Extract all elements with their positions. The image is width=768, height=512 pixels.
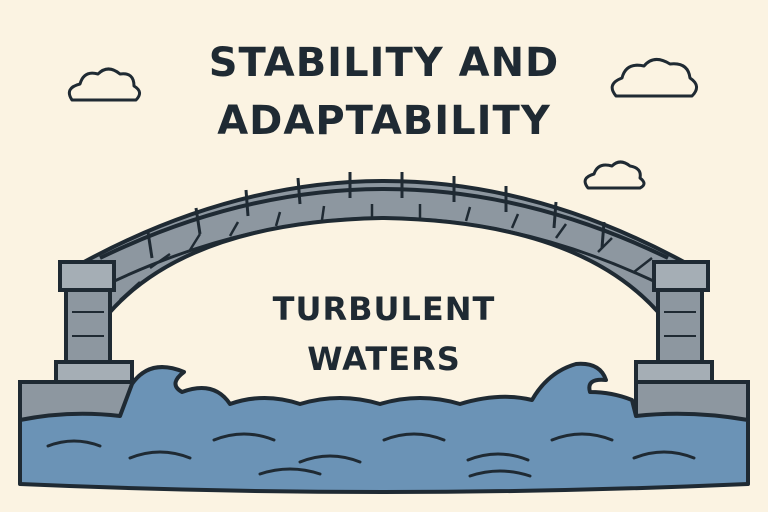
bridge-railing-bottom [103,216,665,288]
bridge-arch [82,179,686,350]
title-line-1: STABILITY AND [209,40,560,86]
wave-lines [46,432,696,478]
turbulent-water [18,361,750,494]
bridge-railing-top [99,187,669,260]
cloud-icon [610,58,698,98]
railing-posts [146,172,606,259]
cloud-icon [67,67,141,102]
caption-line-2: WATERS [307,340,461,378]
left-pillar [54,260,134,384]
right-pillar [634,260,714,384]
cloud-icon [583,160,646,190]
title-line-2: ADAPTABILITY [217,98,551,144]
caption-line-1: TURBULENT [273,290,496,328]
